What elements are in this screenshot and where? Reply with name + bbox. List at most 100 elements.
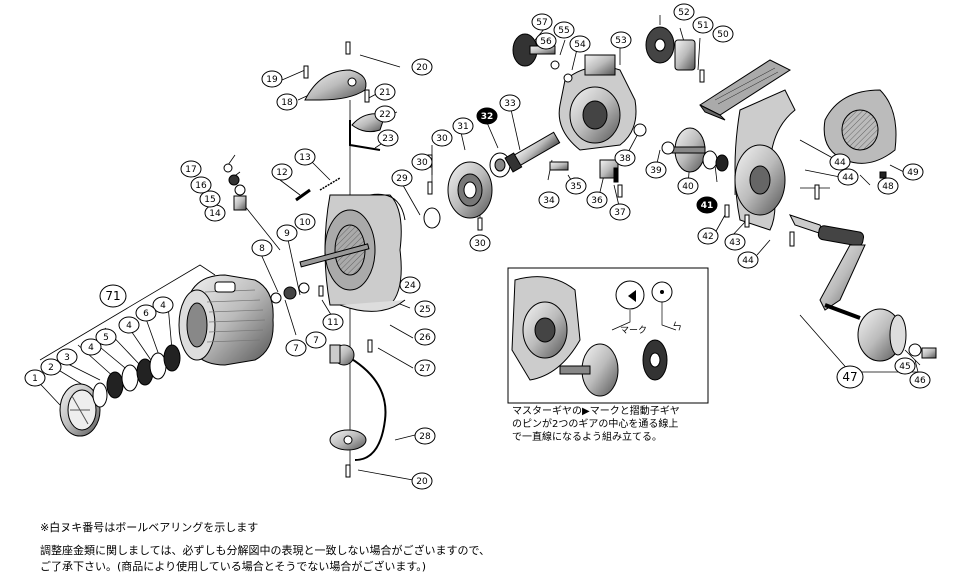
- bearing-41-part: [715, 154, 729, 172]
- bail-wire: [349, 120, 381, 151]
- part-callout-circle: [414, 427, 436, 445]
- part-callout-24: 24: [399, 276, 421, 294]
- part-callout-18: 18: [276, 93, 298, 111]
- part-callout-number: 30: [474, 239, 486, 249]
- part-callout-number: 36: [591, 196, 603, 206]
- part-callout-circle: [118, 316, 140, 334]
- part-callout-number: 52: [678, 8, 689, 18]
- part-callout-number: 19: [266, 75, 278, 85]
- part-callout-circle: [95, 328, 117, 346]
- part-callout-22: 22: [374, 105, 396, 123]
- part-callout-circle: [673, 3, 695, 21]
- part-callout-57: 57: [531, 13, 553, 31]
- part-callout-number: 56: [540, 37, 552, 47]
- part-callout-circle: [374, 105, 396, 123]
- part-callout-38: 38: [614, 149, 636, 167]
- part-callout-circle: [909, 371, 931, 389]
- gear-57: [512, 33, 556, 67]
- part-callout-40: 40: [677, 177, 699, 195]
- part-callout-number: 54: [574, 40, 586, 50]
- part-callout-number: 7: [293, 344, 299, 354]
- part-callout-number: 5: [103, 333, 109, 343]
- part-callout-circle: [531, 13, 553, 31]
- part-callout-number: 22: [379, 110, 390, 120]
- part-callout-number: 17: [185, 165, 196, 175]
- part-callout-53: 53: [610, 31, 632, 49]
- part-callout-number: 4: [88, 343, 94, 353]
- part-callout-number: 53: [615, 36, 626, 46]
- part-callout-number: 47: [842, 370, 857, 384]
- inset-master-gear: [559, 343, 619, 397]
- part-callout-number: 20: [416, 477, 428, 487]
- part-callout-circle: [737, 251, 759, 269]
- part-callout-41: 41: [696, 196, 718, 214]
- part-callout-39: 39: [645, 161, 667, 179]
- part-callout-7: 7: [305, 331, 327, 349]
- inset-gearbox: [511, 276, 581, 381]
- gearbox-body: [558, 54, 637, 151]
- part-callout-30: 30: [431, 129, 453, 147]
- rotor-small-parts: [223, 163, 341, 211]
- part-callout-7: 7: [285, 339, 307, 357]
- part-callout-circle: [152, 296, 174, 314]
- part-callout-circle: [476, 107, 498, 125]
- inset-caption-line: のピンが2つのギアの中心を通る線上: [512, 419, 679, 430]
- part-callout-circle: [135, 304, 157, 322]
- part-callout-circle: [877, 177, 899, 195]
- part-callout-circle: [261, 70, 283, 88]
- part-callout-circle: [724, 233, 746, 251]
- part-drawings: [59, 26, 937, 478]
- part-callout-number: 11: [327, 318, 338, 328]
- side-cover: [823, 89, 897, 164]
- part-callout-circle: [535, 32, 557, 50]
- part-callout-36: 36: [586, 191, 608, 209]
- part-callout-circle: [276, 224, 298, 242]
- part-callout-30: 30: [469, 234, 491, 252]
- part-callout-circle: [902, 163, 924, 181]
- part-callout-32: 32: [476, 107, 498, 125]
- part-callout-number: 34: [543, 196, 555, 206]
- part-callout-number: 51: [697, 21, 708, 31]
- part-callout-circle: [609, 203, 631, 221]
- part-callout-71: 71: [99, 284, 127, 308]
- part-callout-4: 4: [152, 296, 174, 314]
- part-51: [674, 39, 696, 71]
- part-callout-circle: [285, 339, 307, 357]
- part-callout-circle: [56, 348, 78, 366]
- part-callout-12: 12: [271, 163, 293, 181]
- part-callout-circle: [322, 313, 344, 331]
- part-callout-29: 29: [391, 169, 413, 187]
- part-callout-number: 42: [702, 232, 713, 242]
- part-callout-number: 71: [105, 289, 120, 303]
- gear-52: [645, 26, 675, 64]
- part-callout-number: 31: [457, 122, 468, 132]
- part-callout-13: 13: [294, 148, 316, 166]
- drag-knob: [59, 383, 101, 437]
- part-callout-circle: [377, 129, 399, 147]
- part-callout-number: 44: [834, 158, 846, 168]
- part-callout-48: 48: [877, 177, 899, 195]
- main-shaft: [299, 243, 370, 268]
- part-callout-number: 23: [382, 134, 393, 144]
- screws: [303, 41, 887, 478]
- bearing-40: [702, 150, 718, 170]
- part-callout-23: 23: [377, 129, 399, 147]
- part-callout-35: 35: [565, 177, 587, 195]
- part-callout-number: 24: [404, 281, 416, 291]
- part-callout-11: 11: [322, 313, 344, 331]
- washer-39: [661, 141, 675, 155]
- part-callout-45: 45: [894, 357, 916, 375]
- part-callout-circle: [411, 58, 433, 76]
- part-callout-number: 38: [619, 154, 631, 164]
- part-callout-number: 46: [914, 376, 926, 386]
- part-callout-52: 52: [673, 3, 695, 21]
- washer-54: [563, 73, 573, 83]
- part-callout-number: 10: [299, 218, 311, 228]
- part-callout-circle: [431, 129, 453, 147]
- part-callout-circle: [199, 190, 221, 208]
- part-callout-circle: [565, 177, 587, 195]
- part-callout-circle: [569, 35, 591, 53]
- part-callout-circle: [894, 357, 916, 375]
- adjust-note-line-2: ご了承下さい。(商品により使用している場合とそうでない場合がございます。): [40, 560, 427, 573]
- oscillation-parts: [549, 159, 619, 183]
